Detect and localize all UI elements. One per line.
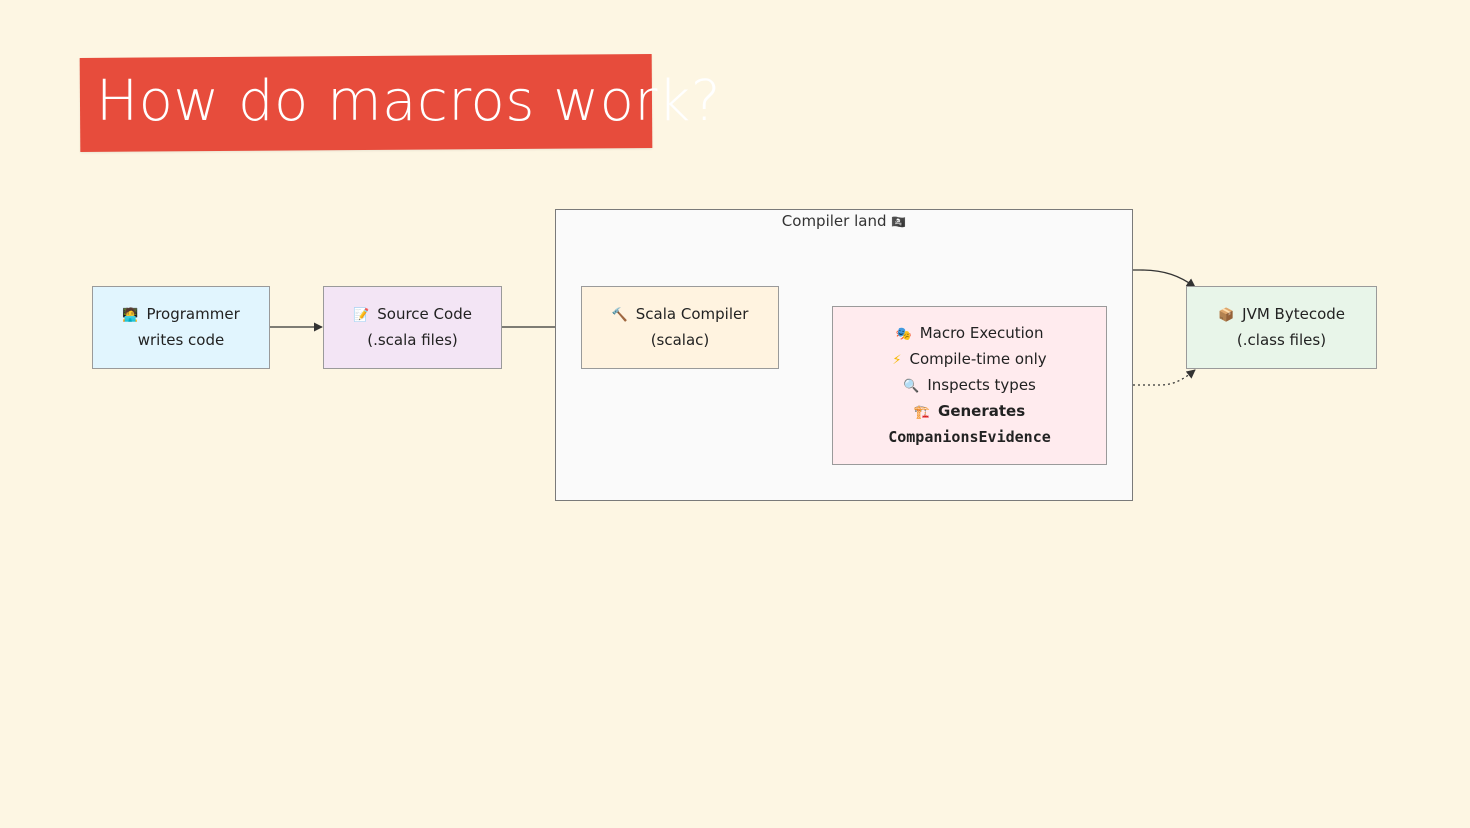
slide-title: How do macros work?: [96, 69, 722, 134]
masks-icon: 🎭: [895, 327, 912, 342]
jvm-bytecode-node: 📦 JVM Bytecode (.class files): [1186, 286, 1377, 369]
lightning-icon: ⚡: [892, 353, 902, 368]
package-icon: 📦: [1217, 308, 1235, 323]
pirate-flag-icon: 🏴‍☠️: [891, 215, 907, 229]
inspects-types-label: Inspects types: [927, 376, 1036, 394]
source-code-node: 📝 Source Code (.scala files): [323, 286, 502, 369]
generates-label: Generates: [938, 402, 1026, 420]
programmer-node: 🧑‍💻 Programmer writes code: [92, 286, 270, 369]
programmer-icon: 🧑‍💻: [122, 308, 139, 323]
scala-compiler-label: Scala Compiler: [635, 305, 749, 323]
macro-execution-node: 🎭 Macro Execution ⚡ Compile-time only 🔍 Ins…: [832, 306, 1107, 465]
companions-evidence-label: CompanionsEvidence: [888, 428, 1051, 446]
jvm-bytecode-label: JVM Bytecode: [1242, 305, 1346, 323]
edge-macro-to-jvm: [1108, 369, 1196, 386]
magnifier-icon: 🔍: [903, 379, 920, 394]
compile-time-label: Compile-time only: [909, 350, 1047, 368]
source-code-label: Source Code: [377, 305, 472, 323]
construction-icon: 🏗️: [913, 405, 931, 420]
macro-execution-label: Macro Execution: [919, 324, 1044, 342]
source-code-sublabel: (.scala files): [367, 331, 458, 349]
hammer-icon: 🔨: [611, 308, 628, 323]
memo-icon: 📝: [353, 308, 370, 323]
scala-compiler-sublabel: (scalac): [650, 331, 710, 349]
scala-compiler-node: 🔨 Scala Compiler (scalac): [581, 286, 779, 369]
jvm-bytecode-sublabel: (.class files): [1236, 331, 1327, 349]
programmer-sublabel: writes code: [137, 331, 225, 349]
compiler-land-label: Compiler land 🏴‍☠️: [781, 212, 907, 230]
programmer-label: Programmer: [146, 305, 240, 323]
